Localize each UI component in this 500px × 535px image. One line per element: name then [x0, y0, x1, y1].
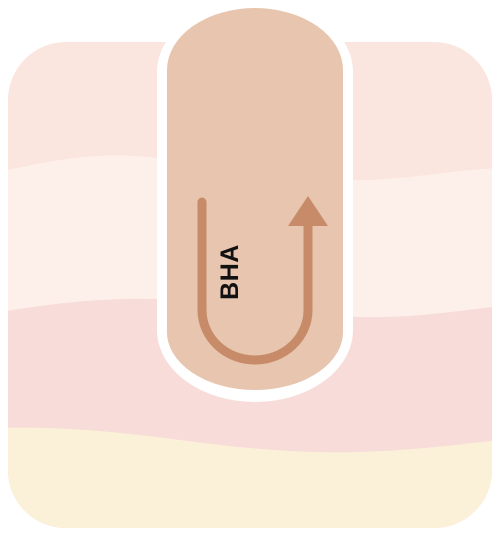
bha-label: BHA — [216, 244, 244, 300]
pore-follicle — [167, 8, 343, 390]
